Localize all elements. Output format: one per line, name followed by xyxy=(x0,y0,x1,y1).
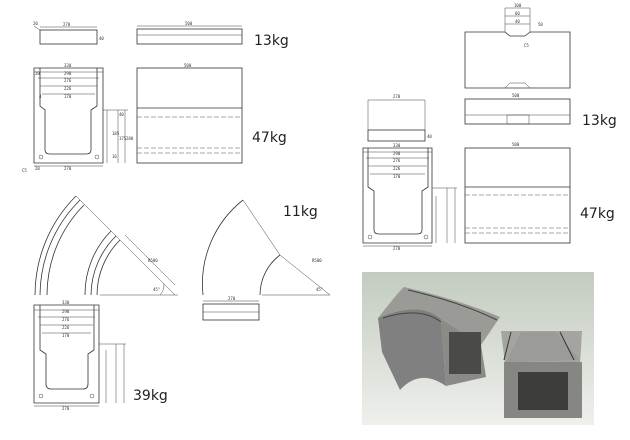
dim-label: 226 xyxy=(393,166,401,171)
weight-label: 47kg xyxy=(580,206,615,222)
lid-plan-view: 100 60 40 50 C5 xyxy=(464,3,571,89)
dim-label: 500 xyxy=(512,93,520,98)
dim-label: C5 xyxy=(22,168,27,173)
dim-label: 270 xyxy=(64,166,72,171)
dim-label: 500 xyxy=(185,21,193,26)
curved-lid-plan: R500 45° xyxy=(202,199,331,296)
dim-label: 20 xyxy=(35,166,40,171)
weight-label: 13kg xyxy=(254,33,289,49)
dim-label: 45° xyxy=(153,287,160,292)
dim-label: 175 xyxy=(119,136,127,141)
channel-side-view: 500 xyxy=(136,63,243,164)
dim-label: 500 xyxy=(184,63,192,68)
lid-side-view-right: 500 xyxy=(464,93,571,125)
curved-channel-section: 330 290 276 226 170 270 xyxy=(33,300,126,411)
dim-label: 226 xyxy=(64,86,72,91)
curved-channel-plan: R500 45° xyxy=(34,195,178,296)
dim-label: 330 xyxy=(64,63,72,68)
dim-label: 330 xyxy=(393,143,401,148)
weight-label: 47kg xyxy=(252,130,287,146)
lid-front-view: 270 40 20 xyxy=(33,21,104,45)
dim-label: 290 xyxy=(64,71,72,76)
channel-front-view: 330 290 276 226 170 20 4 40 185 175 280 … xyxy=(22,63,134,173)
dim-label: 500 xyxy=(512,142,520,147)
dim-label: 40 xyxy=(515,19,520,24)
lid-section-right: 270 40 xyxy=(367,94,432,142)
dim-label: 20 xyxy=(35,71,40,76)
weight-label: 39kg xyxy=(133,388,168,404)
dim-label: 270 xyxy=(393,246,401,251)
dim-label: 330 xyxy=(62,300,70,305)
dim-label: 270 xyxy=(63,22,71,27)
dim-label: 276 xyxy=(393,158,401,163)
dim-label: 100 xyxy=(514,3,522,8)
dim-label: 170 xyxy=(64,94,72,99)
dim-label: 40 xyxy=(427,134,432,139)
weight-label: 13kg xyxy=(582,113,617,129)
weight-label: 11kg xyxy=(283,204,318,220)
dim-label: 40 xyxy=(99,36,104,41)
dim-label: 270 xyxy=(393,94,401,99)
dim-label: R500 xyxy=(312,258,322,263)
dim-label: 50 xyxy=(538,22,543,27)
dim-label: 40 xyxy=(119,112,124,117)
dim-label: 276 xyxy=(64,78,72,83)
dim-label: 270 xyxy=(228,296,236,301)
channel-front-view-right: 330 290 276 226 170 270 xyxy=(362,143,457,251)
dim-label: 290 xyxy=(62,309,70,314)
lid-side-view: 500 xyxy=(136,21,243,45)
dim-label: 270 xyxy=(62,406,70,411)
product-photo xyxy=(362,272,594,425)
curved-lid-section: 270 xyxy=(202,296,260,321)
dim-label: 16 xyxy=(112,154,117,159)
dim-label: 226 xyxy=(62,325,70,330)
dim-label: 20 xyxy=(33,21,38,26)
dim-label: 4 xyxy=(39,94,42,99)
dim-label: C5 xyxy=(524,43,529,48)
dim-label: 276 xyxy=(62,317,70,322)
dim-label: 290 xyxy=(393,151,401,156)
dim-label: 280 xyxy=(126,136,134,141)
dim-label: 170 xyxy=(62,333,70,338)
dim-label: 45° xyxy=(316,287,323,292)
dim-label: 170 xyxy=(393,174,401,179)
channel-side-view-right: 500 xyxy=(464,142,571,244)
dim-label: 185 xyxy=(112,131,120,136)
dim-label: R500 xyxy=(148,258,158,263)
dim-label: 60 xyxy=(515,11,520,16)
